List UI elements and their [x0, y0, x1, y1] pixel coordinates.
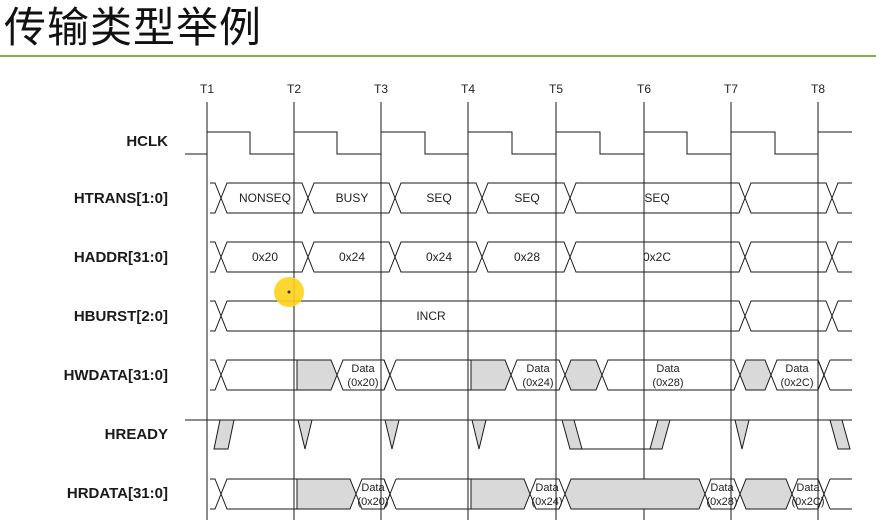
htrans-value-4: SEQ [514, 191, 539, 205]
hrdata-value-1-line2: (0x20) [357, 496, 388, 508]
hrdata-value-2-line1: Data [535, 482, 559, 494]
signal-labels: HCLK HTRANS[1:0] HADDR[31:0] HBURST[2:0]… [64, 133, 169, 502]
signal-label-hready: HREADY [105, 426, 168, 443]
edge-label-t4: T4 [461, 82, 475, 96]
htrans-value-5: SEQ [644, 191, 669, 205]
haddr-value-3: 0x24 [426, 250, 452, 264]
htrans-value-2: BUSY [336, 191, 369, 205]
pointer-dot [287, 290, 291, 294]
hrdata-waveform [210, 478, 852, 510]
edge-label-t1: T1 [200, 82, 214, 96]
hburst-value: INCR [416, 309, 446, 323]
clock-edge-lines [206, 102, 819, 520]
haddr-values: 0x20 0x24 0x24 0x28 0x2C [252, 250, 671, 264]
edge-label-t7: T7 [724, 82, 738, 96]
hwdata-waveform [210, 359, 852, 391]
page-title: 传输类型举例 [4, 3, 263, 52]
hrdata-value-1-line1: Data [361, 482, 385, 494]
hwdata-values: Data (0x20) Data (0x24) Data (0x28) Data… [347, 363, 813, 389]
haddr-value-1: 0x20 [252, 250, 278, 264]
edge-label-t5: T5 [549, 82, 563, 96]
hwdata-value-2-line2: (0x24) [522, 377, 553, 389]
hclk-waveform [185, 131, 852, 155]
haddr-waveform [210, 241, 852, 273]
edge-label-t6: T6 [637, 82, 651, 96]
signal-label-haddr: HADDR[31:0] [74, 249, 168, 266]
title-divider [0, 55, 876, 57]
hwdata-value-1-line2: (0x20) [347, 377, 378, 389]
hrdata-value-3-line1: Data [710, 482, 734, 494]
hwdata-value-2-line1: Data [526, 363, 550, 375]
signal-label-hclk: HCLK [126, 133, 168, 150]
haddr-value-5: 0x2C [643, 250, 671, 264]
edge-label-t2: T2 [287, 82, 301, 96]
signal-label-hrdata: HRDATA[31:0] [67, 485, 168, 502]
signal-label-htrans: HTRANS[1:0] [74, 190, 168, 207]
hwdata-value-4-line2: (0x2C) [780, 377, 813, 389]
hrdata-value-3-line2: (0x28) [706, 496, 737, 508]
htrans-values: NONSEQ BUSY SEQ SEQ SEQ [239, 191, 670, 205]
hrdata-value-4-line1: Data [796, 482, 820, 494]
htrans-waveform [210, 182, 852, 214]
hrdata-value-2-line2: (0x24) [531, 496, 562, 508]
signal-label-hburst: HBURST[2:0] [74, 308, 168, 325]
haddr-value-4: 0x28 [514, 250, 540, 264]
hready-waveform [185, 419, 852, 450]
edge-label-t3: T3 [374, 82, 388, 96]
haddr-value-2: 0x24 [339, 250, 365, 264]
hrdata-value-4-line2: (0x2C) [791, 496, 824, 508]
signal-label-hwdata: HWDATA[31:0] [64, 367, 168, 384]
hburst-waveform [210, 300, 852, 332]
hrdata-values: Data (0x20) Data (0x24) Data (0x28) Data… [357, 482, 824, 508]
hwdata-value-4-line1: Data [785, 363, 809, 375]
edge-label-t8: T8 [811, 82, 825, 96]
hwdata-value-3-line2: (0x28) [652, 377, 683, 389]
hwdata-value-1-line1: Data [351, 363, 375, 375]
hwdata-value-3-line1: Data [656, 363, 680, 375]
htrans-value-1: NONSEQ [239, 191, 291, 205]
htrans-value-3: SEQ [426, 191, 451, 205]
clock-edge-labels: T1 T2 T3 T4 T5 T6 T7 T8 [200, 82, 825, 96]
